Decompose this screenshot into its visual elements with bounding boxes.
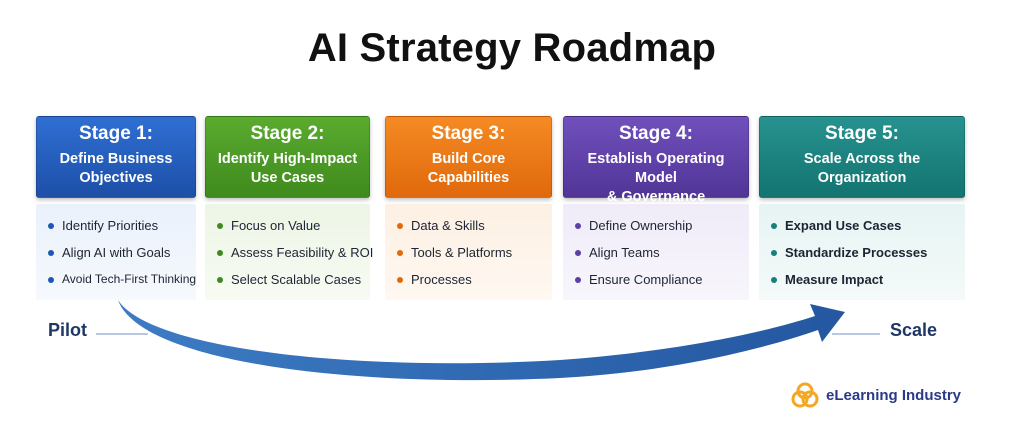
stage-1-number: Stage 1:	[79, 123, 153, 144]
scale-label: Scale	[890, 320, 938, 340]
stage-4-item: Align Teams	[573, 239, 749, 266]
stage-1-title-line-2: Objectives	[79, 170, 153, 186]
stage-5-header: Stage 5: Scale Across the Organization	[759, 116, 965, 198]
stage-5-item: Standardize Processes	[769, 239, 965, 266]
stage-2-title-line-2: Use Cases	[250, 170, 325, 186]
stage-5-item: Expand Use Cases	[769, 212, 965, 239]
stage-5-item: Measure Impact	[769, 266, 965, 293]
stage-2-card: Stage 2: Identify High-Impact Use Cases …	[205, 116, 373, 300]
stage-4-item: Define Ownership	[573, 212, 749, 239]
stage-2-body: Focus on Value Assess Feasibility & ROI …	[205, 204, 373, 300]
stage-2-header: Stage 2: Identify High-Impact Use Cases	[205, 116, 370, 198]
logo-text: eLearning Industry	[826, 386, 962, 404]
stage-4-body: Define Ownership Align Teams Ensure Comp…	[563, 204, 749, 300]
stage-4-header: Stage 4: Establish Operating Model & Gov…	[563, 116, 749, 205]
stage-3-item: Data & Skills	[395, 212, 552, 239]
stage-5-title-line-1: Scale Across the Organization	[803, 151, 921, 186]
stage-5-title: Scale Across the Organization	[760, 150, 964, 188]
stage-3-body: Data & Skills Tools & Platforms Processe…	[385, 204, 552, 300]
stage-1-title: Define Business Objectives	[37, 150, 195, 188]
stage-1-item: Avoid Tech-First Thinking	[46, 266, 196, 293]
stage-3-card: Stage 3: Build Core Capabilities Data & …	[385, 116, 552, 300]
stage-4-number: Stage 4:	[619, 123, 693, 144]
stage-2-title: Identify High-Impact Use Cases	[206, 150, 369, 188]
stage-1-body: Identify Priorities Align AI with Goals …	[36, 204, 196, 300]
stage-4-card: Stage 4: Establish Operating Model & Gov…	[563, 116, 749, 300]
stage-4-title-line-1: Establish Operating Model	[587, 151, 725, 186]
stage-2-number: Stage 2:	[250, 123, 325, 144]
stage-4-item: Ensure Compliance	[573, 266, 749, 293]
stage-1-item: Identify Priorities	[46, 212, 196, 239]
stage-2-title-line-1: Identify High-Impact	[217, 151, 358, 167]
stage-5-card: Stage 5: Scale Across the Organization E…	[759, 116, 965, 300]
stage-2-item: Select Scalable Cases	[215, 266, 370, 293]
stage-3-header: Stage 3: Build Core Capabilities	[385, 116, 552, 198]
page-title: AI Strategy Roadmap	[307, 26, 717, 70]
stage-4-title-line-2: & Governance	[606, 189, 706, 205]
stage-5-number: Stage 5:	[825, 123, 899, 144]
stage-4-title: Establish Operating Model & Governance	[564, 150, 748, 207]
stage-3-item: Processes	[395, 266, 552, 293]
stage-1-item: Align AI with Goals	[46, 239, 196, 266]
stage-1-card: Stage 1: Define Business Objectives Iden…	[36, 116, 196, 300]
pilot-label: Pilot	[48, 320, 87, 340]
arrow-body	[118, 300, 845, 381]
elearning-industry-logo: eLearning Industry	[790, 380, 961, 410]
logo-knot-icon	[791, 382, 819, 408]
stage-1-title-line-1: Define Business	[59, 151, 173, 167]
stage-2-item: Assess Feasibility & ROI	[215, 239, 373, 266]
stage-3-number: Stage 3:	[431, 123, 506, 144]
stage-5-body: Expand Use Cases Standardize Processes M…	[759, 204, 965, 300]
stage-1-header: Stage 1: Define Business Objectives	[36, 116, 196, 198]
stage-3-title-line-1: Build Core Capabilities	[427, 151, 510, 186]
stage-3-item: Tools & Platforms	[395, 239, 552, 266]
stage-2-item: Focus on Value	[215, 212, 370, 239]
stage-3-title: Build Core Capabilities	[386, 150, 551, 188]
